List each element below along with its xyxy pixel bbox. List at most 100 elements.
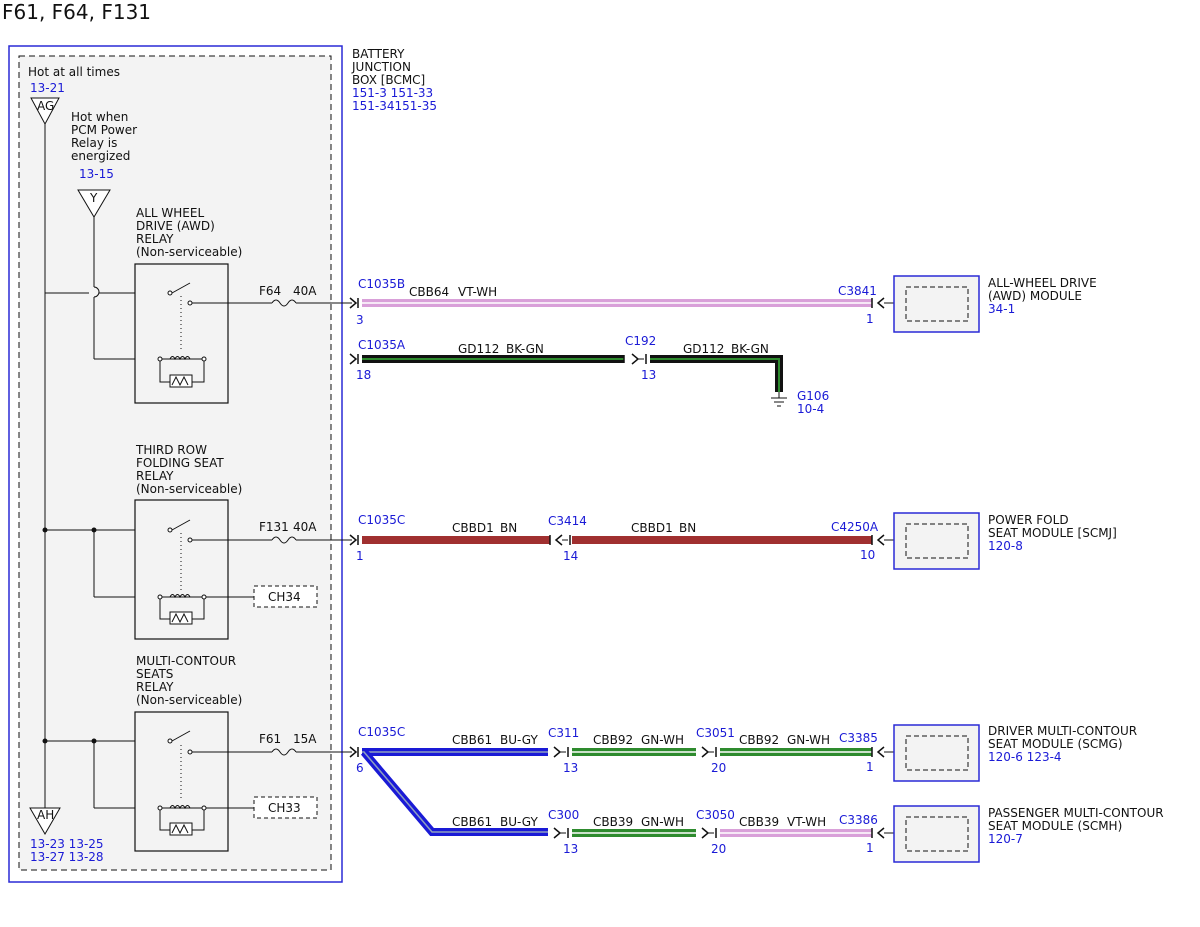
- bjb-ref-line: 151-34151-35: [352, 99, 437, 113]
- wire-id: CBBD1: [631, 521, 673, 535]
- fuse-label: F131: [259, 520, 289, 534]
- connector-label: C3385: [839, 731, 878, 745]
- ground-ref: 10-4: [797, 402, 824, 416]
- ah-ref-line: 13-27 13-28: [30, 850, 104, 864]
- module-name-line: (AWD) MODULE: [988, 289, 1082, 303]
- module-name-line: SEAT MODULE (SCMG): [988, 737, 1123, 751]
- bjb-name-line: JUNCTION: [351, 60, 411, 74]
- awd-module: ALL-WHEEL DRIVE (AWD) MODULE 34-1: [893, 275, 1097, 333]
- awd-relay: ALL WHEEL DRIVE (AWD) RELAY (Non-service…: [134, 206, 272, 404]
- third-row-relay-label-line: THIRD ROW: [135, 443, 207, 457]
- connector-label: C192: [625, 334, 656, 348]
- wire-color: VT-WH: [787, 815, 826, 829]
- ag-connector-symbol: AG: [30, 97, 60, 126]
- wire-id: CBB64: [409, 285, 449, 299]
- wire-color: BU-GY: [500, 733, 538, 747]
- bjb-name-line: BATTERY: [352, 47, 405, 61]
- multi-contour-relay-label-line: MULTI-CONTOUR: [136, 654, 236, 668]
- pin-number: 20: [711, 761, 726, 775]
- y-label: Y: [89, 191, 98, 205]
- connector-label: C1035C: [358, 513, 405, 527]
- pin-number: 3: [356, 313, 364, 327]
- fuse-label: F64: [259, 284, 281, 298]
- wire-id: CBB39: [593, 815, 633, 829]
- wire-id: GD112: [683, 342, 724, 356]
- fuse-f64: F64 40A: [259, 284, 352, 307]
- pin-number: 20: [711, 842, 726, 856]
- pin-number: 18: [356, 368, 371, 382]
- connector-label: C3386: [839, 813, 878, 827]
- module-name-line: ALL-WHEEL DRIVE: [988, 276, 1097, 290]
- pin-number: 1: [866, 760, 874, 774]
- pin-number: 13: [563, 761, 578, 775]
- module-ref: 120-6 123-4: [988, 750, 1062, 764]
- pin-number: 13: [563, 842, 578, 856]
- diagram-title: F61, F64, F131: [2, 0, 151, 24]
- wire-color: BN: [500, 521, 517, 535]
- chassis-ch33: CH33: [253, 796, 318, 819]
- fuse-rating: 15A: [293, 732, 317, 746]
- driver-multi-contour-seat-module: DRIVER MULTI-CONTOUR SEAT MODULE (SCMG) …: [893, 724, 1137, 782]
- pin-number: 1: [356, 549, 364, 563]
- awd-relay-label-line: RELAY: [136, 232, 174, 246]
- third-row-relay-label-line: (Non-serviceable): [136, 482, 242, 496]
- module-name-line: SEAT MODULE (SCMH): [988, 819, 1122, 833]
- connector-label: C300: [548, 808, 579, 822]
- fuse-f131: F131 40A: [259, 520, 352, 544]
- wire-color: BU-GY: [500, 815, 538, 829]
- wire-id: CBB92: [593, 733, 633, 747]
- connector-label: C3051: [696, 726, 735, 740]
- multi-contour-relay-label-line: (Non-serviceable): [136, 693, 242, 707]
- power-fold-seat-module: POWER FOLD SEAT MODULE [SCMJ] 120-8: [893, 512, 1117, 570]
- fuse-f61: F61 15A: [259, 732, 352, 756]
- ah-ref-line: 13-23 13-25: [30, 837, 104, 851]
- hot-when-line: Hot when: [71, 110, 128, 124]
- connector-label: C3841: [838, 284, 877, 298]
- pin-number: 1: [866, 841, 874, 855]
- pin-number: 6: [356, 761, 364, 775]
- ag-ref: 13-21: [30, 81, 65, 95]
- y-connector-symbol: Y: [77, 189, 111, 218]
- pin-number: 13: [641, 368, 656, 382]
- awd-relay-label-line: ALL WHEEL: [136, 206, 204, 220]
- multi-contour-relay: MULTI-CONTOUR SEATS RELAY (Non-serviceab…: [134, 654, 272, 852]
- ground-circuit: C1035A 18 GD112 BK-GN C192 13 GD112 BK-G…: [349, 334, 829, 416]
- connector-label: C4250A: [831, 520, 879, 534]
- y-ref: 13-15: [79, 167, 114, 181]
- connector-label: C3414: [548, 514, 587, 528]
- multicontour-circuit: C1035C 6 CBB61 BU-GY C311 13 CBB92 GN-WH…: [349, 725, 907, 856]
- third-row-relay: THIRD ROW FOLDING SEAT RELAY (Non-servic…: [134, 443, 272, 640]
- awd-relay-label-line: DRIVE (AWD): [136, 219, 215, 233]
- module-name-line: PASSENGER MULTI-CONTOUR: [988, 806, 1164, 820]
- connector-label: C1035B: [358, 277, 405, 291]
- fuse-rating: 40A: [293, 520, 317, 534]
- multi-contour-relay-label-line: RELAY: [136, 680, 174, 694]
- fuse-label: F61: [259, 732, 281, 746]
- bus-junction-dots: [42, 527, 97, 744]
- bjb-label: BATTERY JUNCTION BOX [BCMC] 151-3 151-33…: [351, 47, 437, 113]
- wire-color: GN-WH: [641, 815, 684, 829]
- wire-id: CBB61: [452, 815, 492, 829]
- wire-id: GD112: [458, 342, 499, 356]
- pin-number: 1: [866, 312, 874, 326]
- passenger-multi-contour-seat-module: PASSENGER MULTI-CONTOUR SEAT MODULE (SCM…: [893, 805, 1164, 863]
- wire-id: CBB92: [739, 733, 779, 747]
- bjb-name-line: BOX [BCMC]: [352, 73, 425, 87]
- module-ref: 120-8: [988, 539, 1023, 553]
- module-ref: 34-1: [988, 302, 1015, 316]
- pin-number: 10: [860, 548, 875, 562]
- wire-color: VT-WH: [458, 285, 497, 299]
- connector-label: C1035A: [358, 338, 406, 352]
- hot-when-line: PCM Power: [71, 123, 137, 137]
- connector-label: C3050: [696, 808, 735, 822]
- multi-contour-relay-label-line: SEATS: [136, 667, 173, 681]
- hot-at-all-times-label: Hot at all times: [28, 65, 120, 79]
- fuse-rating: 40A: [293, 284, 317, 298]
- module-ref: 120-7: [988, 832, 1023, 846]
- third-row-relay-label-line: FOLDING SEAT: [136, 456, 224, 470]
- ah-label: AH: [37, 808, 54, 822]
- chassis-ref: CH34: [268, 590, 301, 604]
- hot-when-line: Relay is: [71, 136, 117, 150]
- module-name-line: SEAT MODULE [SCMJ]: [988, 526, 1117, 540]
- wire-color: BN: [679, 521, 696, 535]
